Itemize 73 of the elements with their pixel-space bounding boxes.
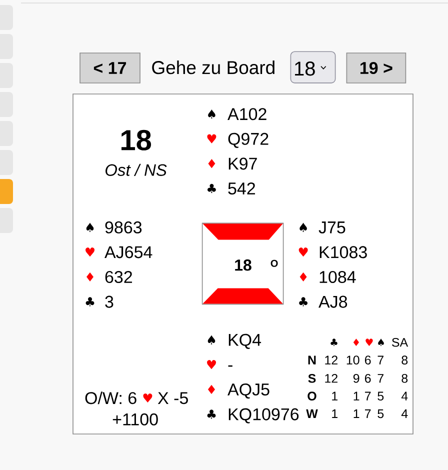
trick-count: 7 xyxy=(365,409,371,418)
trick-count: 7 xyxy=(378,374,384,383)
trick-count: 1 xyxy=(332,409,338,418)
card-holding: 9863 xyxy=(105,221,142,234)
trick-count: 10 xyxy=(346,356,360,364)
suit-symbol: ♥ xyxy=(207,134,216,144)
contract-text: O/W: 6 xyxy=(85,392,136,404)
trick-count: 5 xyxy=(378,409,384,418)
trick-count: 1 xyxy=(354,392,360,400)
card-holding: 3 xyxy=(105,296,114,308)
suit-symbol: ♥ xyxy=(86,248,94,257)
suit-symbol: ♠ xyxy=(208,109,216,119)
suit-symbol: ♦ xyxy=(300,272,307,282)
score-text: +1100 xyxy=(112,413,158,426)
trick-count: 12 xyxy=(325,356,338,364)
card-holding: J75 xyxy=(318,222,346,234)
card-holding: 1084 xyxy=(320,270,356,284)
suit-symbol: ♦ xyxy=(353,338,359,346)
trick-count: 1 xyxy=(354,409,360,418)
row-header: S xyxy=(308,374,316,383)
trick-count: 4 xyxy=(401,392,408,400)
card-holding: KQ4 xyxy=(228,334,262,349)
navigation-label: Gehe zu Board xyxy=(152,60,274,74)
column-header: SA xyxy=(392,338,408,347)
compass-box: 18 O xyxy=(202,222,284,305)
trick-count: 6 xyxy=(364,374,371,383)
suit-symbol: ♣ xyxy=(207,410,216,419)
suit-symbol: ♦ xyxy=(208,384,215,394)
card-holding: 542 xyxy=(228,182,255,195)
board-number: 18 xyxy=(122,130,152,150)
card-holding: K97 xyxy=(228,158,257,170)
board-frame xyxy=(72,94,414,434)
contract-text: X -5 xyxy=(158,392,188,404)
trick-count: 9 xyxy=(353,374,360,383)
card-holding: K1083 xyxy=(320,246,367,258)
trick-count: 8 xyxy=(402,374,408,383)
suit-symbol: ♥ xyxy=(366,338,373,346)
suit-symbol: ♥ xyxy=(298,248,308,257)
suit-symbol: ♣ xyxy=(208,184,216,193)
card-holding: AJ654 xyxy=(104,246,152,258)
suit-symbol: ♣ xyxy=(299,297,308,306)
card-holding: 632 xyxy=(105,270,132,284)
suit-symbol: ♠ xyxy=(86,222,94,232)
nav-button: 19 > xyxy=(346,52,406,84)
trick-count: 12 xyxy=(325,374,338,383)
row-header: O xyxy=(308,392,316,400)
suit-symbol: ♠ xyxy=(208,335,216,344)
trick-count: 1 xyxy=(332,392,338,400)
trick-count: 8 xyxy=(402,356,408,364)
card-holding: A102 xyxy=(228,108,266,120)
suit-symbol: ♠ xyxy=(300,222,307,232)
trick-count: 7 xyxy=(365,392,371,400)
card-holding: KQ10976 xyxy=(228,408,299,424)
suit-symbol: ♥ xyxy=(207,360,216,370)
board-dropdown: 18 xyxy=(290,51,336,84)
trick-count: 7 xyxy=(378,356,384,364)
card-holding: AJ8 xyxy=(318,296,348,308)
nav-button: < 17 xyxy=(80,52,140,84)
dealer-text: Ost / NS xyxy=(106,164,167,176)
suit-symbol: ♣ xyxy=(330,338,338,346)
suit-symbol: ♠ xyxy=(378,338,384,346)
trick-count: 6 xyxy=(364,356,371,364)
card-holding: Q972 xyxy=(228,132,268,148)
trick-count: 4 xyxy=(401,409,408,418)
card-holding: AQJ5 xyxy=(228,383,270,399)
suit-symbol: ♦ xyxy=(86,272,94,282)
suit-symbol: ♦ xyxy=(208,159,216,168)
row-header: W xyxy=(306,409,318,418)
suit-symbol: ♥ xyxy=(143,393,152,403)
row-header: N xyxy=(308,356,316,364)
trick-count: 5 xyxy=(378,392,384,400)
card-holding: - xyxy=(228,365,232,367)
suit-symbol: ♣ xyxy=(86,297,94,306)
